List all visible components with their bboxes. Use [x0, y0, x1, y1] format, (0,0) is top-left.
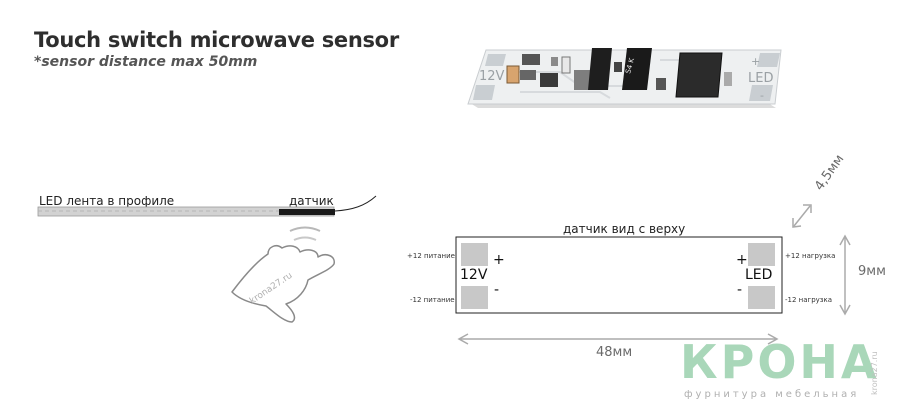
brand-name: КРОНА	[680, 335, 880, 389]
topview-caption: датчик вид с верху	[563, 222, 686, 236]
note-minus12-power: -12 питание	[410, 296, 455, 304]
width-dimension-label: 48мм	[596, 345, 633, 360]
note-plus12-power: +12 питание	[407, 252, 455, 260]
sensor-label: датчик	[289, 194, 334, 208]
pcb-pad-right-bottom	[749, 85, 773, 101]
strip-label: LED лента в профиле	[39, 194, 175, 208]
topview-right-plus: +	[736, 252, 748, 268]
brand-site: krona27.ru	[870, 351, 879, 395]
pad-left-bottom	[461, 286, 488, 309]
pad-right-bottom	[748, 286, 775, 309]
pcb-ic-1	[588, 48, 612, 90]
pcb-pad-left-bottom	[473, 85, 495, 100]
height-dimension-arrow	[839, 234, 851, 316]
pcb-silk-led: LED	[748, 71, 773, 86]
pcb-chip-label: S4 K	[624, 57, 636, 75]
pcb-pad-left-top	[485, 54, 506, 66]
topview-board	[455, 236, 783, 314]
brand-logo: КРОНА	[680, 339, 880, 385]
note-minus12-load: -12 нагрузка	[785, 296, 833, 304]
pcb-silk-12v: 12V	[479, 69, 505, 84]
topview-left-plus: +	[493, 252, 505, 268]
pcb-pad-right-top	[757, 53, 780, 67]
page-subtitle: *sensor distance max 50mm	[34, 54, 258, 70]
pcb-ic-2	[622, 48, 652, 90]
topview-12v-label: 12V	[460, 267, 488, 283]
width-dimension-arrow	[457, 333, 779, 345]
topview-left-minus: -	[494, 282, 500, 298]
pad-left-top	[461, 243, 488, 266]
thickness-dimension-arrow	[792, 204, 812, 228]
pcb-capacitor	[506, 65, 520, 84]
page-title: Touch switch microwave sensor	[34, 28, 399, 52]
brand-tagline: фурнитура мебельная	[684, 389, 860, 400]
hand-icon	[231, 245, 335, 323]
pad-right-top	[748, 243, 775, 266]
pcb-inductor	[675, 52, 723, 98]
pcb-silk-minus: -	[760, 89, 764, 102]
note-plus12-load: +12 нагрузка	[785, 252, 836, 260]
pcb-silk-plus: +	[751, 55, 760, 68]
height-dimension-label: 9мм	[858, 264, 886, 279]
topview-led-label: LED	[745, 267, 773, 283]
topview-right-minus: -	[737, 282, 743, 298]
sensor-module	[279, 209, 335, 215]
sensor-wire	[334, 195, 377, 212]
